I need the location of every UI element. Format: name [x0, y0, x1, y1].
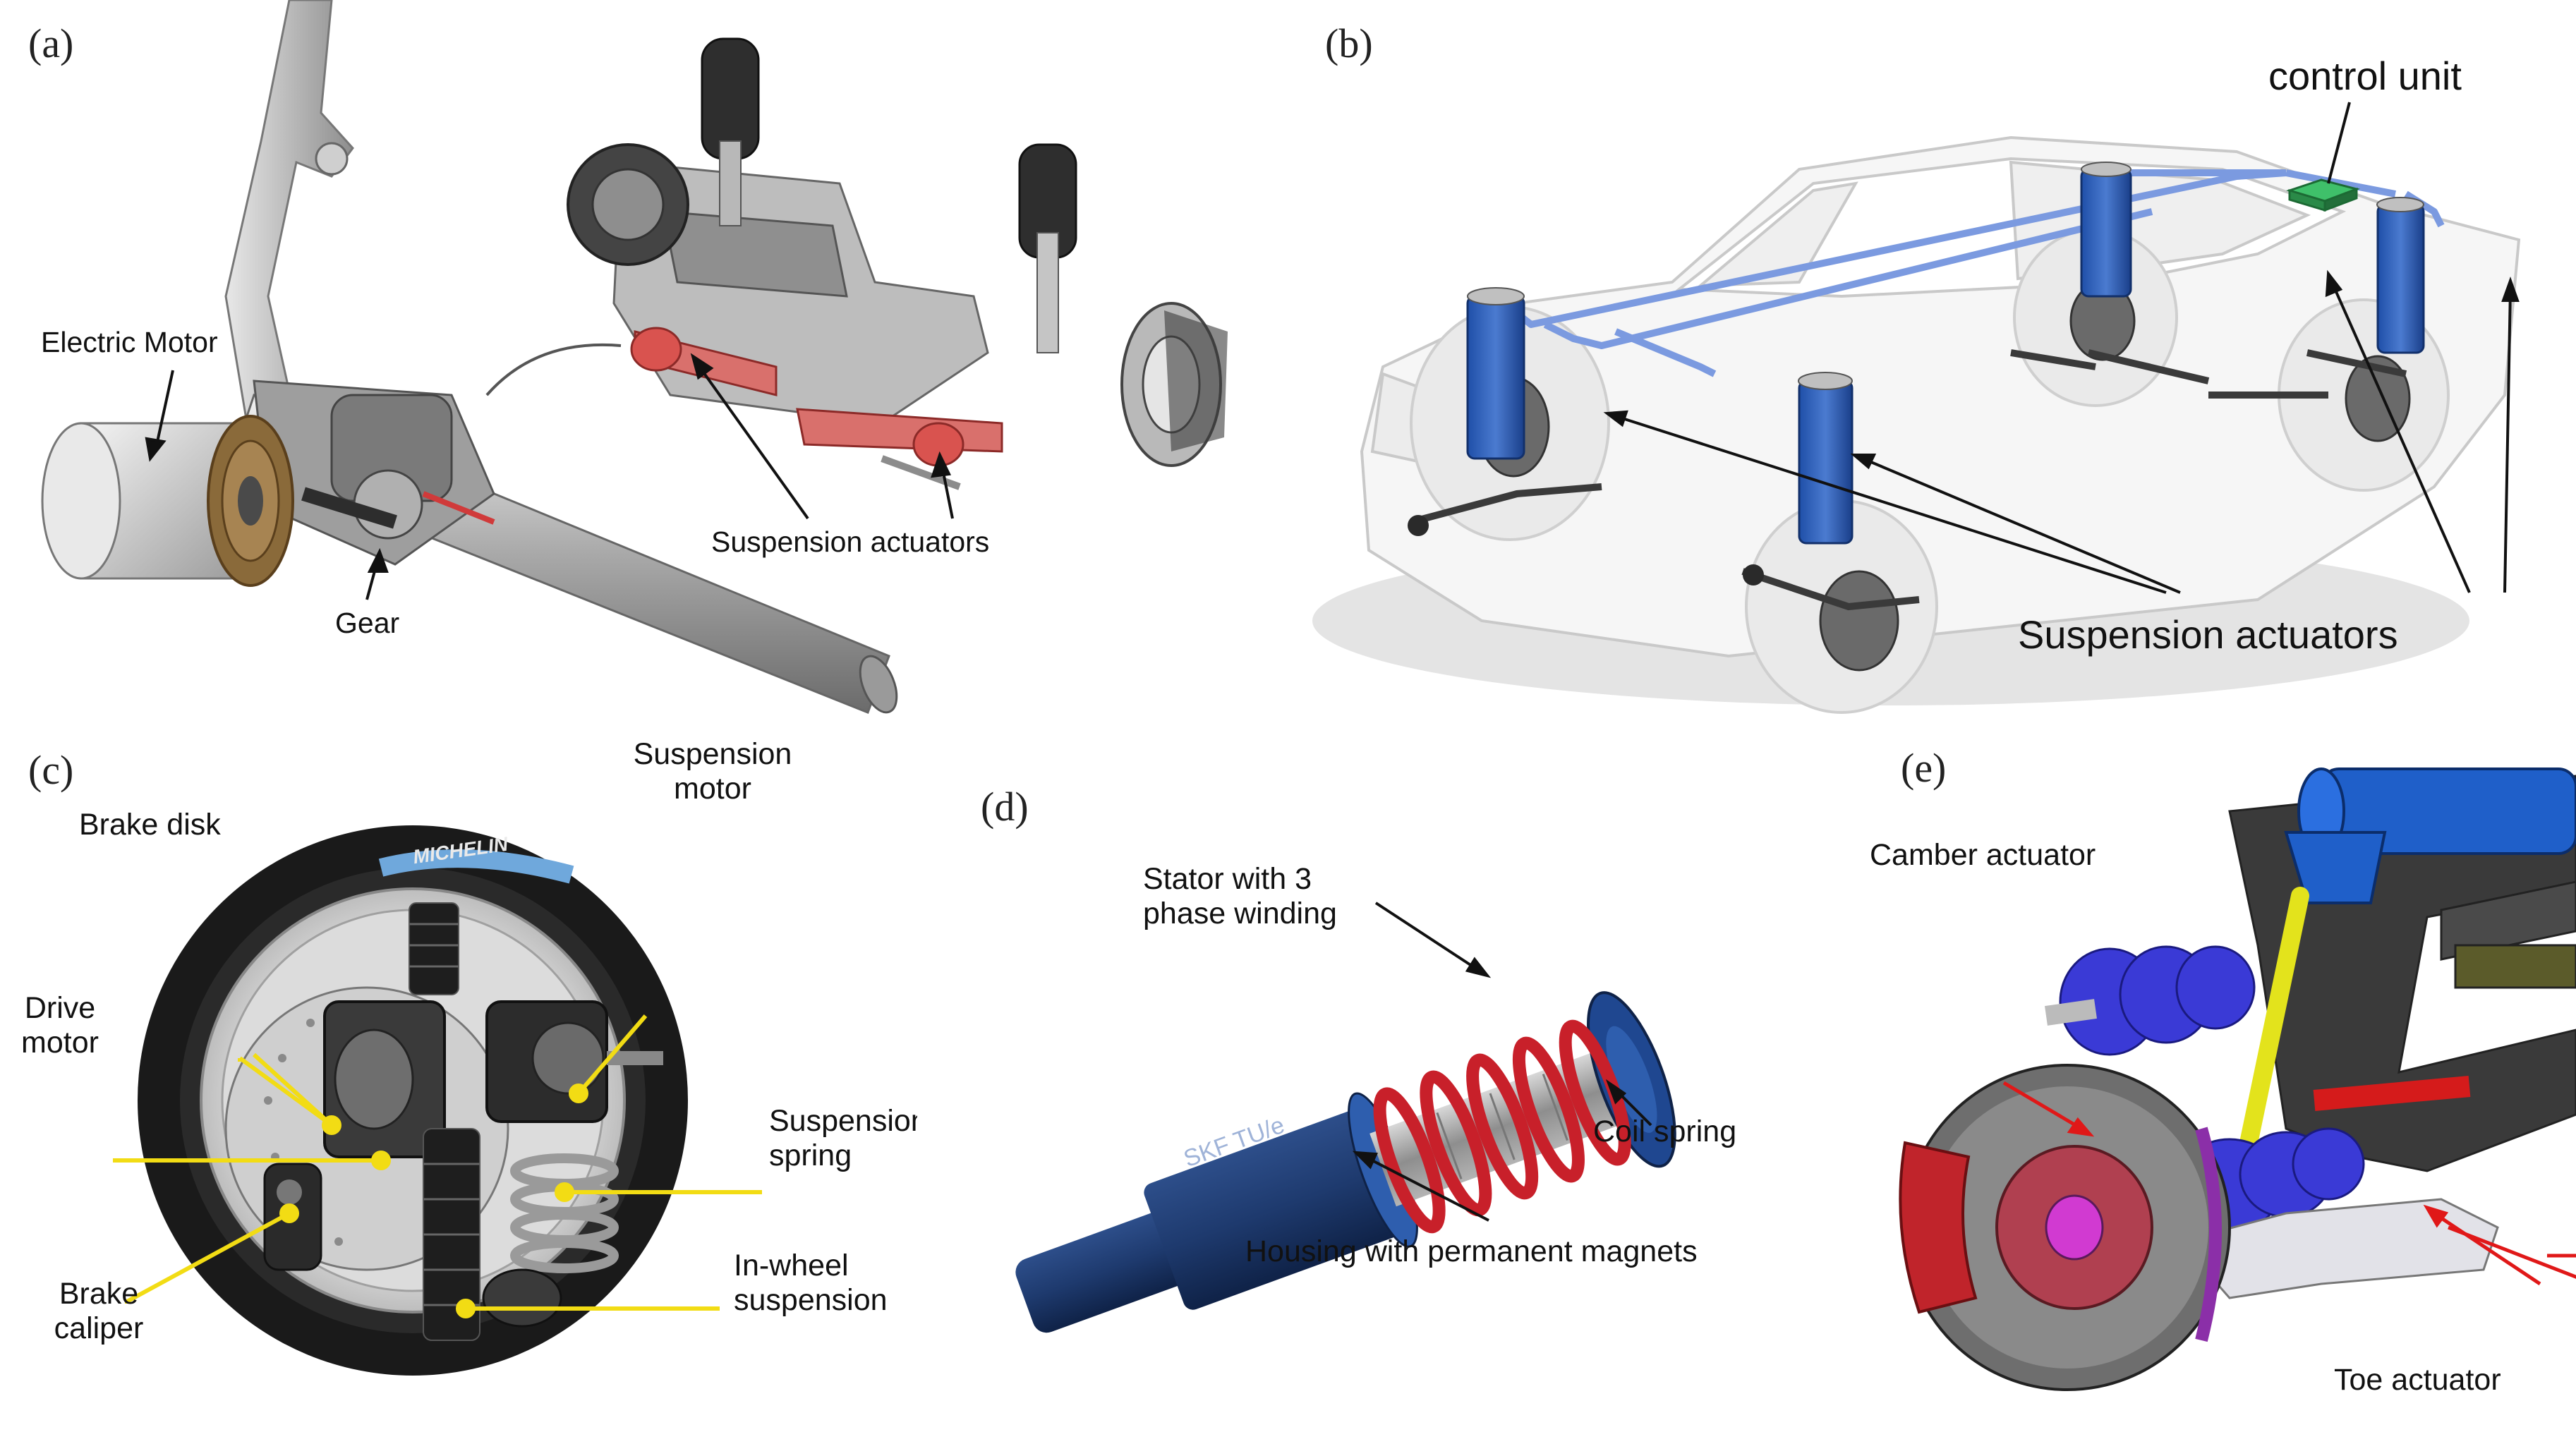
red-actuator-lower: [796, 408, 1003, 453]
label-suspension-actuators-a: Suspension actuators: [711, 526, 990, 558]
label-stator: Stator with 3 phase winding: [1143, 862, 1337, 932]
label-coil-spring: Coil spring: [1593, 1115, 1737, 1148]
panel-c-illustration: [113, 825, 762, 1376]
red-caliper: [1899, 1141, 1978, 1314]
panel-b-leaders: [1603, 102, 2520, 594]
car-body: [1360, 135, 2521, 658]
brake-disc-e: [1904, 1064, 2231, 1391]
label-drive-motor-line2: motor: [21, 1026, 99, 1060]
label-suspension-spring-line1: Suspension: [769, 1104, 917, 1138]
panel-a: (a) Electric Motor Gear Suspension actua…: [0, 0, 1277, 727]
panel-b-illustration: [1312, 102, 2521, 714]
strut-arm: [224, 0, 354, 425]
damper-housing: [1015, 991, 1676, 1333]
label-brake-caliper-line1: Brake: [59, 1277, 139, 1311]
panel-d-letter: (d): [981, 784, 1029, 830]
label-brake-disk: Brake disk: [79, 808, 221, 842]
label-toe-actuator: Toe actuator: [2334, 1363, 2501, 1397]
label-gear: Gear: [335, 607, 400, 639]
label-inwheel-suspension-line1: In-wheel: [734, 1249, 849, 1282]
front-axle-assembly: [567, 37, 1228, 490]
blue-actuators: [1466, 168, 2425, 545]
label-stator-line1: Stator with 3: [1143, 862, 1312, 896]
panel-e-illustration: [1899, 767, 2576, 1391]
panel-b-letter: (b): [1325, 20, 1373, 66]
label-brake-caliper-line2: caliper: [54, 1311, 144, 1346]
panel-a-letter: (a): [28, 20, 74, 66]
panel-c: (c) MICHELIN Brake disk Suspension motor…: [0, 734, 917, 1432]
label-control-unit: control unit: [2268, 54, 2462, 98]
electric-motor-body: [41, 415, 294, 587]
panel-d-illustration: [1015, 902, 1676, 1333]
label-suspension-motor: Suspension motor: [631, 737, 794, 807]
label-suspension-spring: Suspension spring: [769, 1104, 917, 1174]
panel-c-leaders: [113, 1014, 762, 1318]
control-unit-box: [2286, 178, 2360, 212]
label-suspension-actuators-b: Suspension actuators: [2018, 612, 2398, 657]
label-camber-actuator: Camber actuator: [1870, 838, 2096, 872]
panel-a-leaders: [145, 353, 954, 600]
top-blue-actuator: [2284, 767, 2576, 904]
panel-e-letter: (e): [1901, 745, 1947, 791]
panel-e: (e) Camber actuator Toe actuator: [1863, 734, 2576, 1432]
panel-d-leaders: [1352, 902, 1652, 1222]
panel-a-illustration: [41, 0, 1228, 714]
label-suspension-motor-line1: Suspension: [633, 737, 792, 771]
camber-actuator-shape: [2059, 945, 2256, 1056]
label-suspension-motor-line2: motor: [674, 772, 751, 806]
label-inwheel-suspension: In-wheel suspension: [734, 1249, 888, 1318]
label-stator-line2: phase winding: [1143, 897, 1337, 931]
label-housing: Housing with permanent magnets: [1245, 1234, 1698, 1268]
label-suspension-spring-line2: spring: [769, 1139, 852, 1173]
panel-c-letter: (c): [28, 747, 74, 793]
label-drive-motor-line1: Drive: [24, 991, 96, 1025]
label-inwheel-suspension-line2: suspension: [734, 1283, 888, 1318]
label-drive-motor: Drive motor: [7, 991, 113, 1061]
label-brake-caliper: Brake caliper: [42, 1277, 155, 1347]
label-electric-motor: Electric Motor: [41, 326, 218, 358]
panel-d: (d) SKF TU/e Stator with 3 phase winding…: [945, 734, 1834, 1432]
panel-b: (b) control unit Suspension actuators: [1305, 0, 2576, 727]
